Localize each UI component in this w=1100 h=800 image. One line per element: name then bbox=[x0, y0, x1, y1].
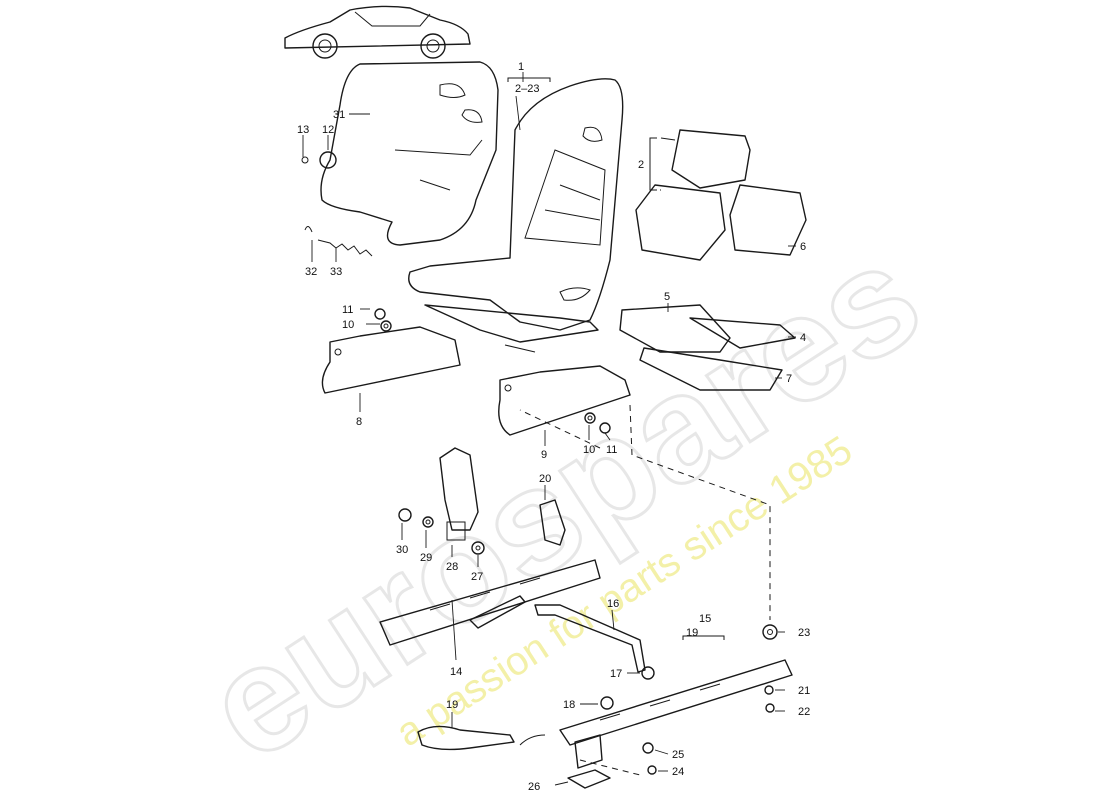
callout-27: 27 bbox=[471, 571, 483, 583]
callout-26: 26 bbox=[528, 781, 540, 793]
callout-21: 21 bbox=[798, 685, 810, 697]
callout-30: 30 bbox=[396, 544, 408, 556]
bracket-20 bbox=[539, 499, 566, 546]
callout-labels: 1 2–23 2 4 5 6 7 8 9 10 10 11 11 12 13 1… bbox=[297, 61, 810, 793]
callout-17: 17 bbox=[610, 668, 622, 680]
callout-2: 2 bbox=[638, 159, 644, 171]
callout-32: 32 bbox=[305, 266, 317, 278]
callout-7: 7 bbox=[786, 373, 792, 385]
callout-16: 16 bbox=[607, 598, 619, 610]
springs-32-33 bbox=[304, 226, 373, 257]
callout-10-left: 10 bbox=[342, 319, 354, 331]
car-illustration bbox=[284, 5, 471, 59]
group-bracket-2 bbox=[649, 137, 657, 191]
seat-shell-31 bbox=[320, 61, 499, 246]
seat-bracket-9 bbox=[498, 365, 631, 436]
callout-5: 5 bbox=[664, 291, 670, 303]
callout-33: 33 bbox=[330, 266, 342, 278]
callout-1: 1 bbox=[518, 61, 524, 73]
guide-lines bbox=[519, 404, 771, 776]
belt-buckle-28 bbox=[439, 447, 479, 541]
seat-cushions bbox=[619, 129, 807, 391]
seat-rail-15 bbox=[519, 659, 793, 769]
callout-12: 12 bbox=[322, 124, 334, 136]
callout-19-rail: 19 bbox=[686, 627, 698, 639]
seat-main bbox=[408, 78, 624, 353]
callout-14: 14 bbox=[450, 666, 462, 678]
callout-29: 29 bbox=[420, 552, 432, 564]
callout-13: 13 bbox=[297, 124, 309, 136]
callout-2-23: 2–23 bbox=[515, 83, 539, 95]
callout-23: 23 bbox=[798, 627, 810, 639]
callout-28: 28 bbox=[446, 561, 458, 573]
clamp-26 bbox=[567, 769, 611, 789]
fasteners bbox=[301, 151, 778, 775]
callout-11-right: 11 bbox=[606, 444, 617, 456]
callout-25: 25 bbox=[672, 749, 684, 761]
seat-bracket-8 bbox=[321, 326, 461, 394]
callout-8: 8 bbox=[356, 416, 362, 428]
group-bracket-15 bbox=[682, 635, 725, 640]
callout-18: 18 bbox=[563, 699, 575, 711]
seat-rail-14 bbox=[379, 559, 601, 646]
handle-19 bbox=[417, 725, 515, 751]
callout-20: 20 bbox=[539, 473, 551, 485]
callout-19-handle: 19 bbox=[446, 699, 458, 711]
callout-24: 24 bbox=[672, 766, 684, 778]
callout-10-right: 10 bbox=[583, 444, 595, 456]
callout-22: 22 bbox=[798, 706, 810, 718]
callout-11-left: 11 bbox=[342, 304, 353, 316]
callout-6: 6 bbox=[800, 241, 806, 253]
group-bracket-1 bbox=[507, 77, 551, 82]
callout-9: 9 bbox=[541, 449, 547, 461]
bar-16 bbox=[534, 604, 646, 673]
callout-31: 31 bbox=[333, 109, 345, 121]
callout-4: 4 bbox=[800, 332, 806, 344]
callout-15: 15 bbox=[699, 613, 711, 625]
leader-lines bbox=[302, 72, 796, 786]
